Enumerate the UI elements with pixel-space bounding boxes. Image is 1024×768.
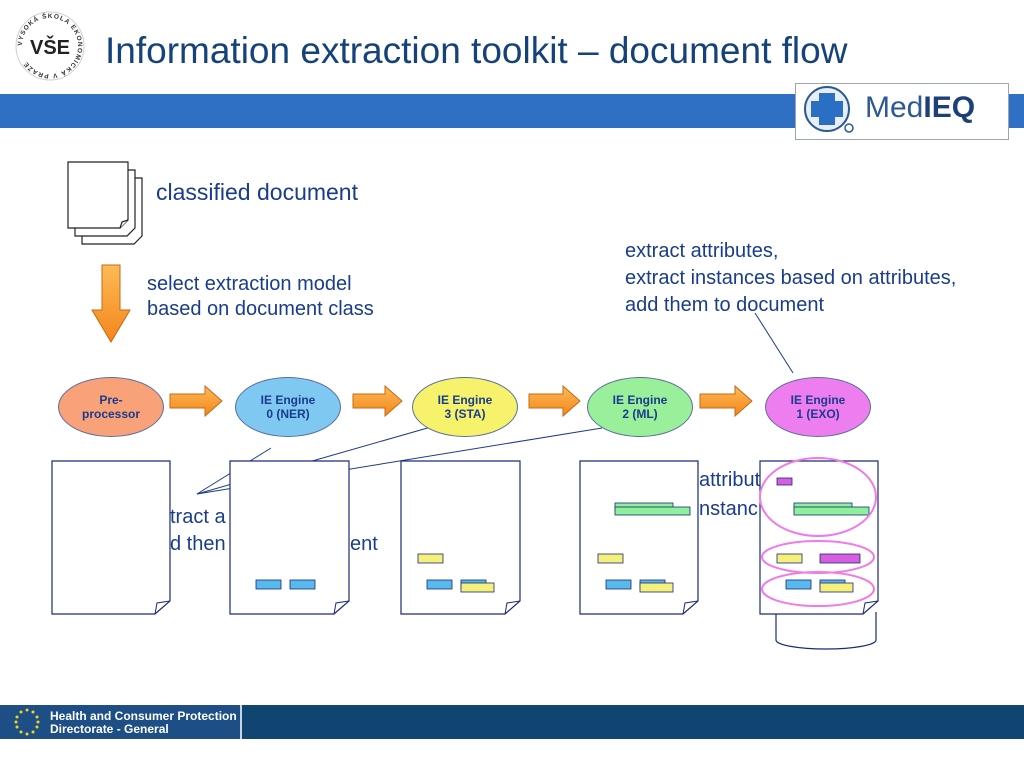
instance-highlight <box>761 571 875 607</box>
ner-annotation <box>255 579 282 590</box>
document-stack-icon <box>67 161 143 245</box>
engine-line1: IE Engine <box>437 393 493 407</box>
ner-annotation <box>605 579 632 590</box>
down-arrow-icon <box>91 264 131 343</box>
sta-annotation <box>460 582 495 593</box>
extract-label-line2: extract instances based on attributes, <box>625 267 957 289</box>
flow-arrows <box>169 384 753 418</box>
instance-highlight <box>759 457 877 537</box>
document-page <box>229 460 350 615</box>
instance-highlights <box>759 457 877 607</box>
exo-annotation <box>776 477 793 486</box>
vse-logo-text: VŠE <box>30 35 70 59</box>
engine-line2: 1 (EXO) <box>796 407 840 421</box>
sta-annotation <box>776 553 803 564</box>
document-page <box>759 460 879 615</box>
sta-annotation <box>639 582 674 593</box>
right-arrow-icon <box>699 384 753 418</box>
exo-annotation <box>819 553 861 564</box>
ner-annotation <box>426 579 453 590</box>
database-icon <box>775 612 877 650</box>
engine-line2: 0 (NER) <box>266 407 310 421</box>
hidden-text-line4: attribut <box>699 469 761 491</box>
annotations <box>255 477 870 593</box>
engine-line2: processor <box>81 407 141 421</box>
right-arrow-icon <box>352 384 403 418</box>
vse-logo: VYSOKÁ ŠKOLA EKONOMICKÁ V PRAZE VŠE <box>14 10 86 82</box>
medieq-wordmark: MedIEQ <box>865 91 975 125</box>
sta-annotation <box>819 582 854 593</box>
footer-line1: Health and Consumer Protection <box>50 709 237 723</box>
engine-line1: IE Engine <box>612 393 668 407</box>
document-pages <box>51 460 879 650</box>
document-page <box>579 460 699 615</box>
hidden-text-line1: tract a <box>170 506 226 528</box>
extract-label-line1: extract attributes, <box>625 240 779 262</box>
sta-annotation <box>417 553 444 564</box>
hidden-text-line5: nstanc <box>699 498 758 520</box>
vse-logo-graphic: VYSOKÁ ŠKOLA EKONOMICKÁ V PRAZE VŠE <box>15 11 85 81</box>
right-arrow-icon <box>528 384 581 418</box>
engine-preprocessor: Pre-processor <box>58 377 164 437</box>
document-page <box>51 460 171 615</box>
classified-document-label: classified document <box>156 179 358 205</box>
engine-line1: IE Engine <box>790 393 846 407</box>
ner-annotation <box>289 579 316 590</box>
ner-annotation <box>785 579 812 590</box>
hidden-text-line2: d then <box>170 533 226 555</box>
right-arrow-icon <box>169 384 223 418</box>
select-model-line2: based on document class <box>147 298 374 320</box>
footer-text: Health and Consumer Protection Directora… <box>50 710 237 736</box>
medieq-suffix: IEQ <box>923 91 976 124</box>
engine-line2: 3 (STA) <box>444 407 486 421</box>
footer-line2: Directorate - General <box>50 722 169 736</box>
extract-label-line3: add them to document <box>625 294 825 316</box>
engine-line1: Pre- <box>99 393 123 407</box>
engine-line2: 2 (ML) <box>622 407 658 421</box>
medieq-prefix: Med <box>865 91 924 124</box>
hidden-text-line3: ent <box>350 533 378 555</box>
footer-brand <box>0 705 242 739</box>
ml-annotation <box>793 506 870 516</box>
page-title: Information extraction toolkit – documen… <box>105 30 848 71</box>
select-model-line1: select extraction model <box>147 273 352 295</box>
document-page <box>400 460 521 615</box>
engine-line1: IE Engine <box>260 393 316 407</box>
sta-annotation <box>597 553 624 564</box>
ml-annotation <box>614 506 691 516</box>
